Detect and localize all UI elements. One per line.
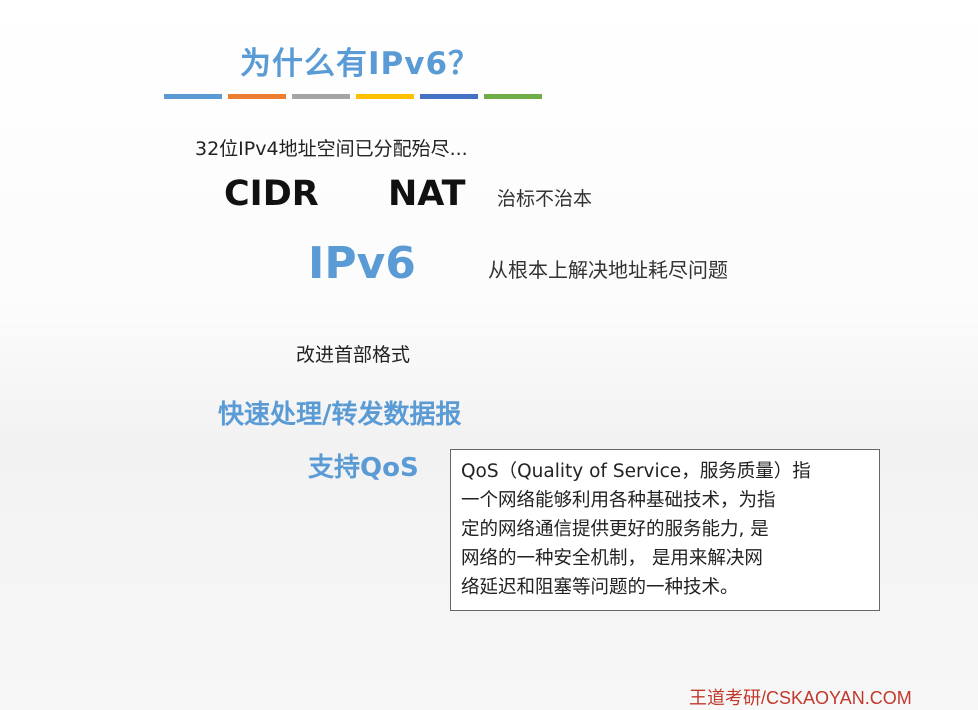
solve-root-text: 从根本上解决地址耗尽问题 <box>488 258 728 282</box>
accent-bar-6 <box>484 94 542 99</box>
slide-title: 为什么有IPv6？ <box>240 46 481 82</box>
accent-bar-5 <box>420 94 478 99</box>
qos-note-line: 网络的一种安全机制， 是用来解决网 <box>461 548 763 569</box>
qos-note-line: QoS（Quality of Service，服务质量）指 <box>461 461 811 482</box>
improve-header-format-text: 改进首部格式 <box>296 344 411 366</box>
footer-brand: 王道考研/CSKAOYAN.COM <box>689 688 912 708</box>
qos-note-line: 一个网络能够利用各种基础技术，为指 <box>461 490 776 511</box>
accent-bar-3 <box>292 94 350 99</box>
cidr-label: CIDR <box>224 174 319 214</box>
qos-note-line: 络延迟和阻塞等问题的一种技术。 <box>461 577 739 598</box>
qos-note-line: 定的网络通信提供更好的服务能力, 是 <box>461 519 769 540</box>
nat-label: NAT <box>388 174 466 214</box>
accent-bar-1 <box>164 94 222 99</box>
title-accent-bars <box>164 94 542 99</box>
treat-symptoms-text: 治标不治本 <box>497 188 593 210</box>
accent-bar-4 <box>356 94 414 99</box>
accent-bar-2 <box>228 94 286 99</box>
ipv6-heading: IPv6 <box>308 238 416 289</box>
support-qos-text: 支持QoS <box>308 453 419 483</box>
qos-definition-box: QoS（Quality of Service，服务质量）指 一个网络能够利用各种… <box>450 449 880 611</box>
fast-processing-text: 快速处理/转发数据报 <box>218 400 462 430</box>
address-exhausted-text: 32位IPv4地址空间已分配殆尽... <box>195 138 468 160</box>
